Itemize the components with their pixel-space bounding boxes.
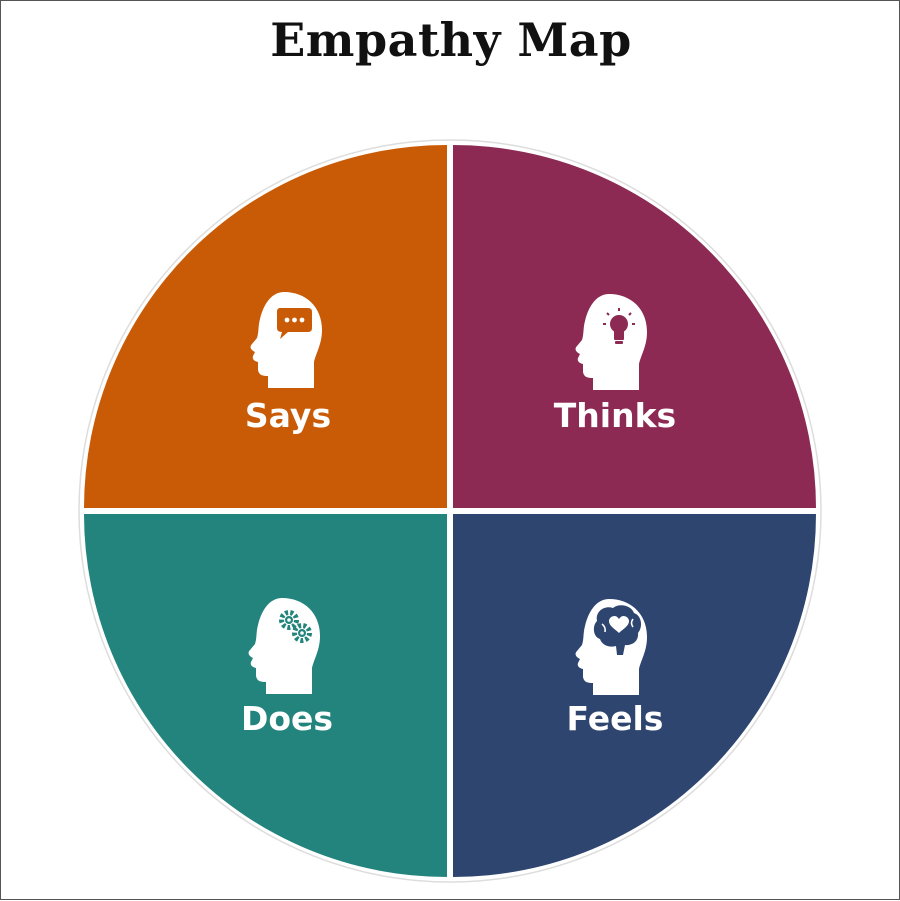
- label-feels: Feels: [567, 699, 664, 738]
- head-speech-bubble-icon: [250, 292, 322, 388]
- label-says: Says: [245, 396, 331, 435]
- label-does: Does: [241, 699, 333, 738]
- head-gears-icon: [248, 598, 320, 694]
- quadrant-does: [84, 514, 447, 877]
- quadrant-feels: [453, 514, 816, 877]
- head-lightbulb-icon: [575, 294, 647, 390]
- page-title: Empathy Map: [270, 13, 632, 67]
- head-brain-heart-icon: [575, 599, 647, 695]
- diagram-outline: [78, 139, 822, 883]
- label-thinks: Thinks: [554, 396, 676, 435]
